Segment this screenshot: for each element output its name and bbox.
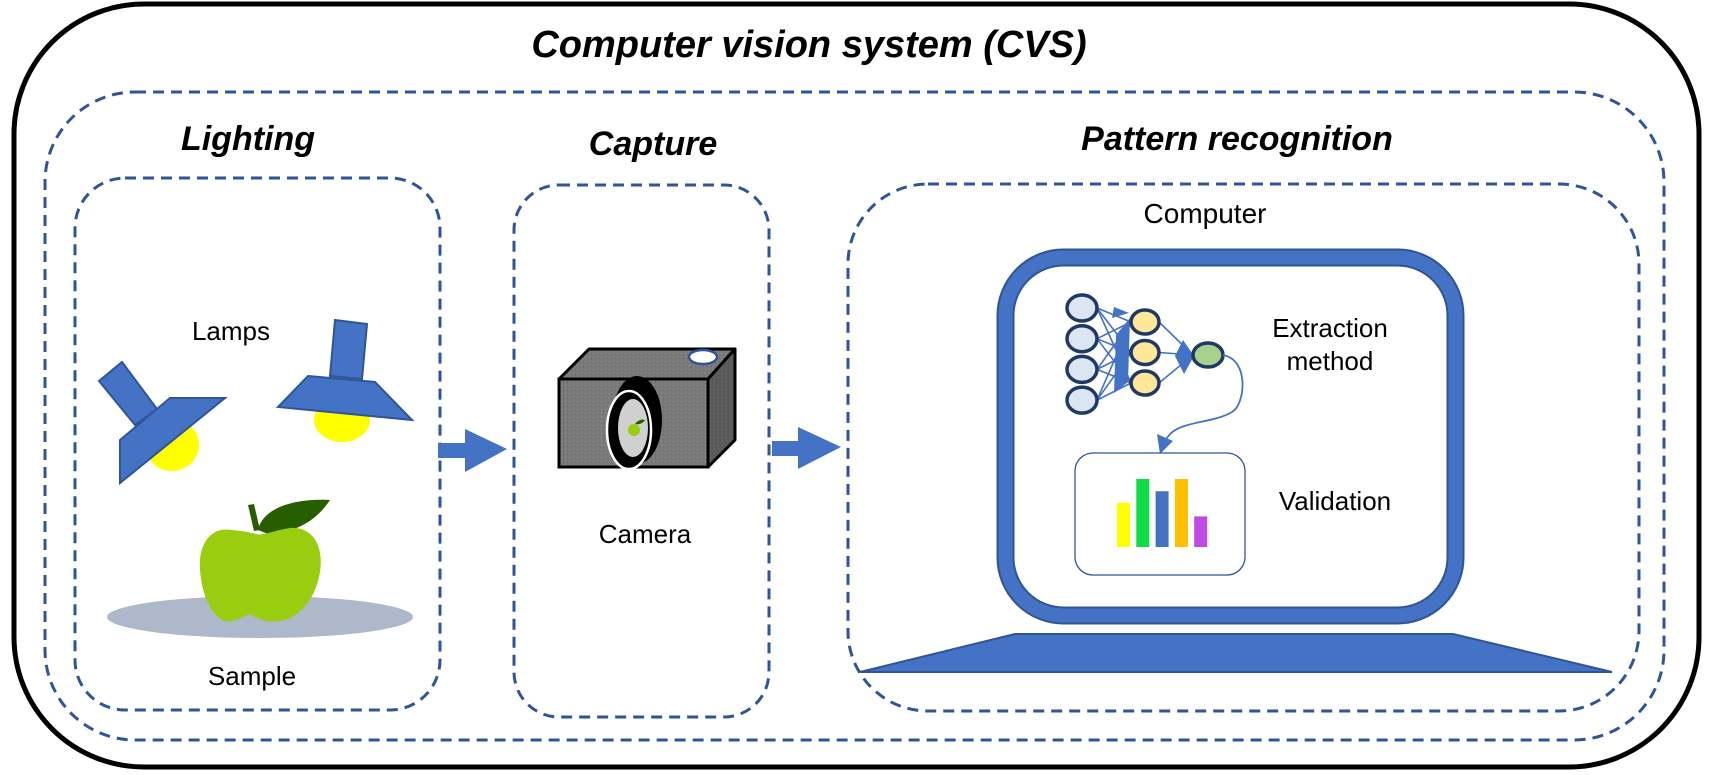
monitor-frame bbox=[998, 250, 1463, 623]
validation-bar bbox=[1174, 479, 1188, 547]
monitor-base bbox=[859, 633, 1613, 673]
nn-hidden-node bbox=[1129, 338, 1161, 367]
lamp-shade bbox=[119, 397, 228, 486]
sample-label: Sample bbox=[208, 661, 296, 691]
curve-arrowhead-icon bbox=[1157, 434, 1173, 454]
apple-leaf bbox=[258, 499, 330, 534]
lamp-shade bbox=[275, 374, 415, 422]
nn-hidden-node bbox=[1129, 308, 1161, 336]
neural-network-icon bbox=[1065, 293, 1225, 415]
pattern-recognition-section: Computer Extraction method Validation bbox=[846, 182, 1641, 713]
extraction-label-line1: Extraction bbox=[1272, 313, 1388, 343]
lighting-section: Lamps Sample bbox=[73, 176, 442, 712]
nn-hidden-node bbox=[1129, 369, 1161, 397]
computer-label: Computer bbox=[1144, 198, 1267, 229]
monitor-frame-outline-inner bbox=[1012, 264, 1449, 609]
flow-curve bbox=[1165, 354, 1244, 441]
nn-edge bbox=[1096, 382, 1132, 401]
lamp-stem bbox=[328, 318, 369, 381]
nn-output-node bbox=[1191, 341, 1225, 369]
capture-section: Camera bbox=[512, 183, 771, 719]
lighting-heading: Lighting bbox=[181, 120, 315, 158]
arrow-right-icon bbox=[438, 429, 507, 472]
extraction-label-line2: method bbox=[1287, 346, 1374, 376]
monitor-icon bbox=[859, 248, 1613, 673]
validation-bar bbox=[1136, 479, 1150, 547]
camera-icon bbox=[557, 347, 737, 471]
bar-chart-icon bbox=[1117, 479, 1208, 547]
lens-apple-leaf bbox=[635, 419, 645, 425]
validation-label: Validation bbox=[1279, 486, 1391, 516]
camera-knob bbox=[687, 348, 719, 366]
nn-arrowhead-icon bbox=[1112, 307, 1129, 318]
main-title: Computer vision system (CVS) bbox=[531, 24, 1086, 66]
validation-bar bbox=[1155, 491, 1169, 547]
apple-body bbox=[199, 527, 321, 622]
cvs-dashed-container bbox=[43, 90, 1666, 742]
lamp-icon bbox=[275, 318, 415, 442]
nn-arrowhead-icon bbox=[1114, 318, 1130, 393]
outer-border bbox=[11, 1, 1702, 770]
apple-stem bbox=[248, 504, 260, 531]
pattern-recognition-heading: Pattern recognition bbox=[1081, 120, 1393, 158]
capture-heading: Capture bbox=[589, 125, 717, 163]
pattern-recognition-box bbox=[846, 182, 1641, 713]
validation-bar bbox=[1194, 516, 1208, 547]
nn-arrowhead-icon bbox=[1175, 340, 1194, 374]
monitor-frame-outline-outer bbox=[996, 248, 1465, 625]
lamps-label: Lamps bbox=[192, 316, 270, 346]
arrow-right-icon bbox=[772, 427, 841, 469]
lamp-icon bbox=[97, 360, 228, 486]
nn-input-node bbox=[1065, 385, 1099, 415]
validation-bar bbox=[1117, 502, 1130, 547]
nn-input-node bbox=[1065, 323, 1099, 354]
nn-input-node bbox=[1065, 293, 1099, 323]
camera-label: Camera bbox=[599, 519, 692, 549]
capture-box bbox=[512, 183, 771, 719]
nn-input-node bbox=[1065, 354, 1099, 385]
lens-apple-icon bbox=[628, 424, 640, 436]
apple-icon bbox=[107, 499, 413, 638]
